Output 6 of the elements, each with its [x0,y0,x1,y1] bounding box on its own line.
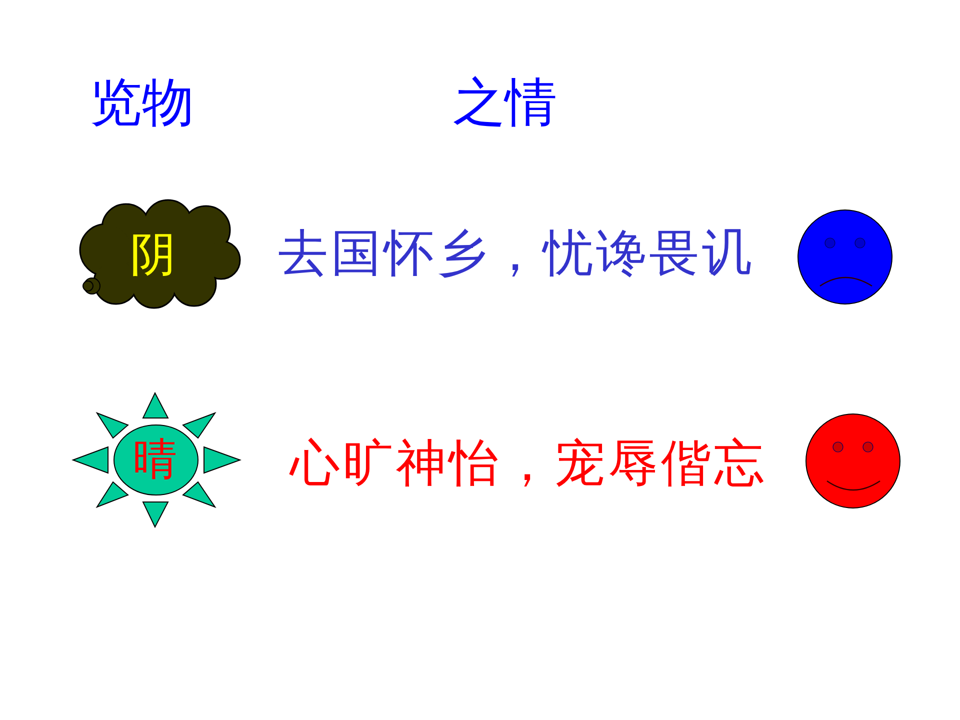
node-label: 晴 [133,438,177,482]
column-heading: 之情 [453,77,557,129]
phrase-text: 心旷神怡，宠辱偕忘 [290,438,767,488]
node-label: 阴 [130,231,176,277]
column-heading: 览物 [90,77,194,129]
phrase-text: 去国怀乡，忧谗畏讥 [278,228,755,278]
